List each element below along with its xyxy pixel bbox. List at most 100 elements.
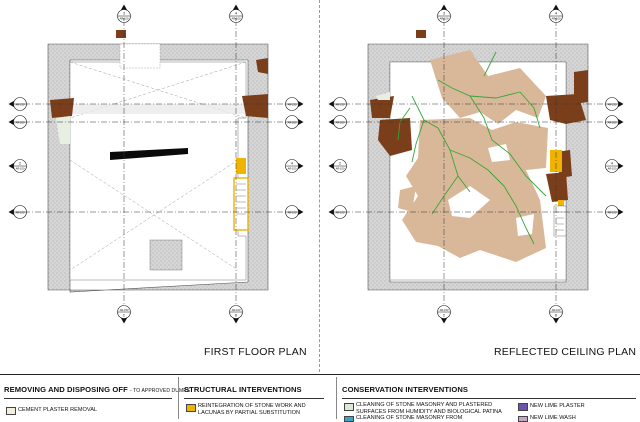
section-marker-left-1: AR-210 [328,97,347,111]
first-floor-plan-drawing: 3AR-100E4AR-100DAR-210AR-2002AR-100AR-10… [8,4,304,324]
light-patch [56,116,70,144]
section-marker-sheet-ref: AR-100 [288,210,297,214]
section-marker-number: 2 [19,161,21,165]
section-marker-number: 4 [555,11,557,15]
section-marker-letter: E [443,18,446,22]
section-marker-right-2: AR-200 [285,115,304,129]
legend-rule [184,398,324,399]
section-marker-letter: D [235,18,238,22]
section-marker-sheet-ref: AR-100 [336,210,345,214]
plan-title: REFLECTED CEILING PLAN [494,346,637,358]
light-patch [376,92,390,100]
brown-deterioration [50,30,268,118]
legend-separator [178,377,179,419]
section-marker-left-2: AR-200 [8,115,27,129]
section-marker-number: 4 [235,11,237,15]
legend-conservation-title: CONSERVATION INTERVENTIONS [342,385,469,394]
legend-structural-title: STRUCTURAL INTERVENTIONS [184,385,302,394]
section-marker-right-3: 4AR-100 [605,159,624,173]
section-marker-letter: C [443,314,446,318]
staircase-intervention [233,158,249,231]
section-marker-sheet-ref: AR-100 [608,167,617,171]
section-marker-sheet-ref: AR-200 [336,120,345,124]
section-lines [344,20,614,318]
staircase [553,205,567,237]
section-marker-sheet-ref: AR-100 [552,308,561,312]
legend-rule [4,398,172,399]
legend-separator [336,377,337,419]
legend-item-cleaning-humidity: CLEANING OF STONE MASONRY AND PLASTERED … [356,402,502,415]
legend-swatch [6,407,16,415]
legend-item-new-lime-plaster: NEW LIME PLASTER [530,403,585,409]
legend-item-stone-reintegration: REINTEGRATION OF STONE WORK AND LACUNAS … [198,403,306,416]
plan-title: FIRST FLOOR PLAN [204,346,307,358]
section-marker-number: 4 [611,161,613,165]
section-marker-sheet-ref: AR-100 [336,167,345,171]
steel-beam [110,148,188,160]
section-marker-left-2: AR-200 [328,115,347,129]
section-marker-number: 3 [123,11,125,15]
section-marker-sheet-ref: AR-200 [16,120,25,124]
section-marker-sheet-ref: AR-150 [440,308,449,312]
section-marker-left-3: 2AR-100 [328,159,347,173]
legend-swatch [344,403,354,411]
sheet-divider [319,0,320,372]
section-marker-letter: D [555,314,558,318]
section-lines [24,20,294,318]
section-marker-letter: D [235,314,238,318]
section-marker-letter: C [123,314,126,318]
legend-item-new-lime-wash: NEW LIME WASH [530,415,576,421]
wall-pier [119,43,161,69]
section-marker-right-1: AR-210 [605,97,624,111]
section-marker-number: 2 [339,161,341,165]
interior-floor [69,61,247,281]
section-marker-sheet-ref: AR-200 [608,120,617,124]
section-marker-sheet-ref: AR-210 [16,102,25,106]
legend-swatch [518,416,528,422]
section-marker-sheet-ref: AR-100 [120,17,129,21]
section-marker-sheet-ref: AR-100 [552,17,561,21]
legend-removing-subtitle: - TO APPROVED DUMPS [130,388,191,394]
brown-deterioration [370,30,588,202]
section-marker-right-4: AR-100 [285,205,304,219]
legend-swatch [518,403,528,411]
section-marker-letter: D [555,18,558,22]
legend-removing-title-text: REMOVING AND DISPOSING OFF [4,385,128,394]
section-marker-left-3: 2AR-100 [8,159,27,173]
section-marker-right-1: AR-210 [285,97,304,111]
legend-item-cement-plaster-removal: CEMENT PLASTER REMOVAL [18,407,98,413]
section-marker-sheet-ref: AR-100 [16,167,25,171]
legend-rule [342,398,636,399]
section-marker-number: 3 [443,11,445,15]
section-marker-sheet-ref: AR-210 [608,102,617,106]
reflected-ceiling-plan-drawing: 3AR-100E4AR-100DAR-210AR-2002AR-100AR-10… [328,4,624,324]
legend-item-cleaning-stone: CLEANING OF STONE MASONRY FROM [356,415,463,421]
vault-diagonals [69,61,247,271]
section-marker-sheet-ref: AR-210 [288,102,297,106]
legend-removing-title: REMOVING AND DISPOSING OFF - TO APPROVED… [4,385,190,394]
section-marker-sheet-ref: AR-210 [336,102,345,106]
light-band [52,104,262,114]
section-marker-sheet-ref: AR-100 [440,17,449,21]
section-marker-sheet-ref: AR-100 [232,17,241,21]
wall-pier [149,239,183,271]
section-marker-right-4: AR-100 [605,205,624,219]
section-marker-left-4: AR-100 [8,205,27,219]
legend: REMOVING AND DISPOSING OFF - TO APPROVED… [0,374,640,422]
section-marker-letter: E [123,18,126,22]
section-marker-right-2: AR-200 [605,115,624,129]
section-marker-left-4: AR-100 [328,205,347,219]
section-marker-sheet-ref: AR-100 [16,210,25,214]
section-marker-sheet-ref: AR-100 [608,210,617,214]
section-marker-right-3: 4AR-100 [285,159,304,173]
